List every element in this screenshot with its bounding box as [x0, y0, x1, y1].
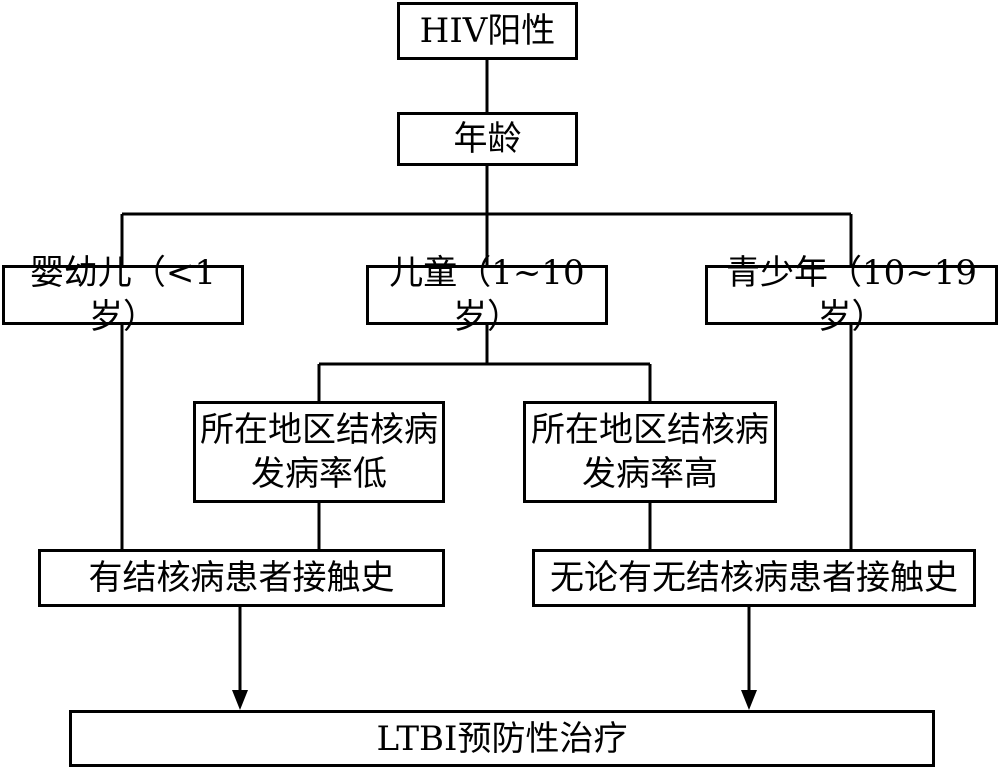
node-ltbi-treatment-label: LTBI预防性治疗 — [376, 718, 628, 759]
arrowhead-left — [232, 690, 248, 710]
node-any-contact-label: 无论有无结核病患者接触史 — [550, 558, 958, 598]
node-infant-label: 婴幼儿（<1岁） — [29, 253, 217, 337]
node-high-incidence-line1: 所在地区结核病 — [531, 410, 769, 450]
node-hiv-positive: HIV阳性 — [397, 2, 578, 60]
node-contact-history-label: 有结核病患者接触史 — [88, 558, 395, 598]
node-adolescent-label: 青少年（10~19岁） — [725, 253, 977, 337]
node-low-incidence-line1: 所在地区结核病 — [200, 410, 438, 450]
node-ltbi-treatment: LTBI预防性治疗 — [69, 710, 935, 767]
node-child-label: 儿童（1~10岁） — [389, 253, 585, 337]
node-low-incidence: 所在地区结核病 发病率低 — [193, 401, 445, 503]
node-child: 儿童（1~10岁） — [366, 253, 608, 337]
node-high-incidence: 所在地区结核病 发病率高 — [523, 401, 777, 503]
node-age: 年龄 — [397, 112, 578, 166]
node-high-incidence-line2: 发病率高 — [582, 454, 718, 494]
node-contact-history: 有结核病患者接触史 — [38, 549, 445, 607]
node-adolescent: 青少年（10~19岁） — [705, 253, 998, 337]
node-infant: 婴幼儿（<1岁） — [2, 253, 244, 337]
node-low-incidence-line2: 发病率低 — [251, 454, 387, 494]
node-hiv-positive-label: HIV阳性 — [419, 11, 556, 51]
arrowhead-right — [741, 690, 757, 710]
node-any-contact: 无论有无结核病患者接触史 — [532, 549, 976, 607]
node-age-label: 年龄 — [453, 119, 522, 159]
